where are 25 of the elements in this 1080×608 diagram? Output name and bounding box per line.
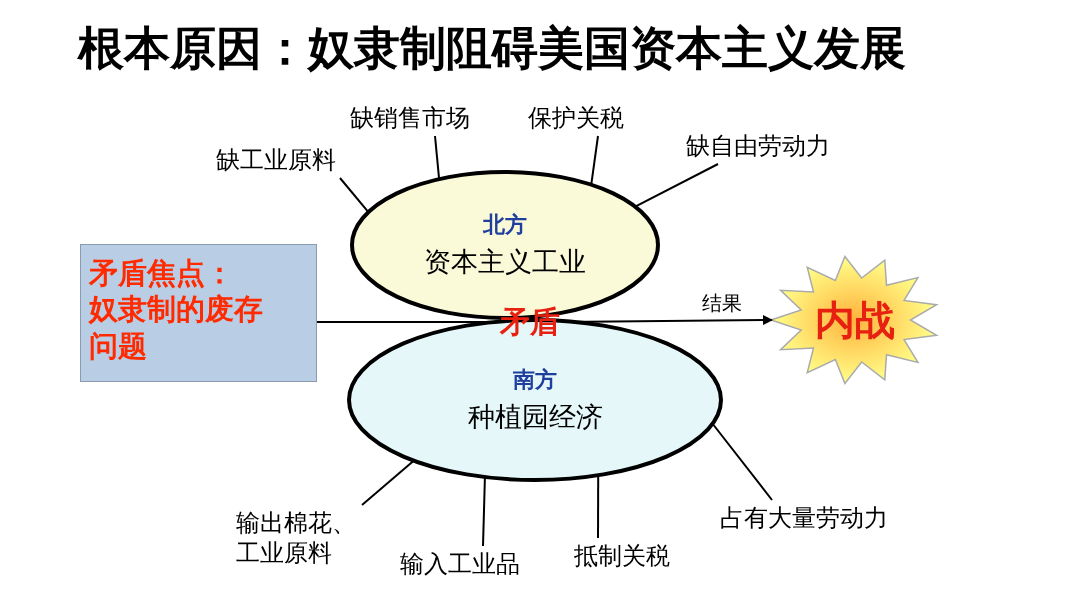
region-text: 资本主义工业: [424, 244, 586, 279]
connector-line: [482, 476, 486, 547]
factor-label: 缺销售市场: [350, 103, 471, 133]
factor-label: 保护关税: [528, 103, 625, 133]
factor-label: 输出棉花、工业原料: [236, 508, 357, 568]
connector-line: [339, 177, 370, 214]
connector-line: [434, 135, 441, 181]
connector-line: [711, 422, 773, 501]
factor-label: 缺自由劳动力: [686, 131, 831, 161]
focus-heading: 矛盾焦点：: [89, 255, 235, 292]
result-text: 内战: [815, 296, 895, 345]
factor-label: 占有大量劳动力: [720, 503, 889, 533]
region-heading: 南方: [513, 366, 557, 394]
factor-label: 抵制关税: [574, 541, 671, 571]
factor-label: 缺工业原料: [216, 145, 337, 175]
region-heading: 北方: [483, 211, 527, 239]
title: 根本原因：奴隶制阻碍美国资本主义发展: [78, 20, 906, 77]
region-text: 种植园经济: [467, 399, 603, 434]
factor-label: 输入工业品: [400, 549, 521, 579]
connector-line: [634, 163, 719, 208]
focus-text: 奴隶制的废存问题: [89, 291, 264, 364]
focus-box: [80, 244, 317, 382]
connector-line: [597, 474, 600, 539]
connector-line: [590, 135, 599, 186]
connector-line: [361, 459, 415, 506]
